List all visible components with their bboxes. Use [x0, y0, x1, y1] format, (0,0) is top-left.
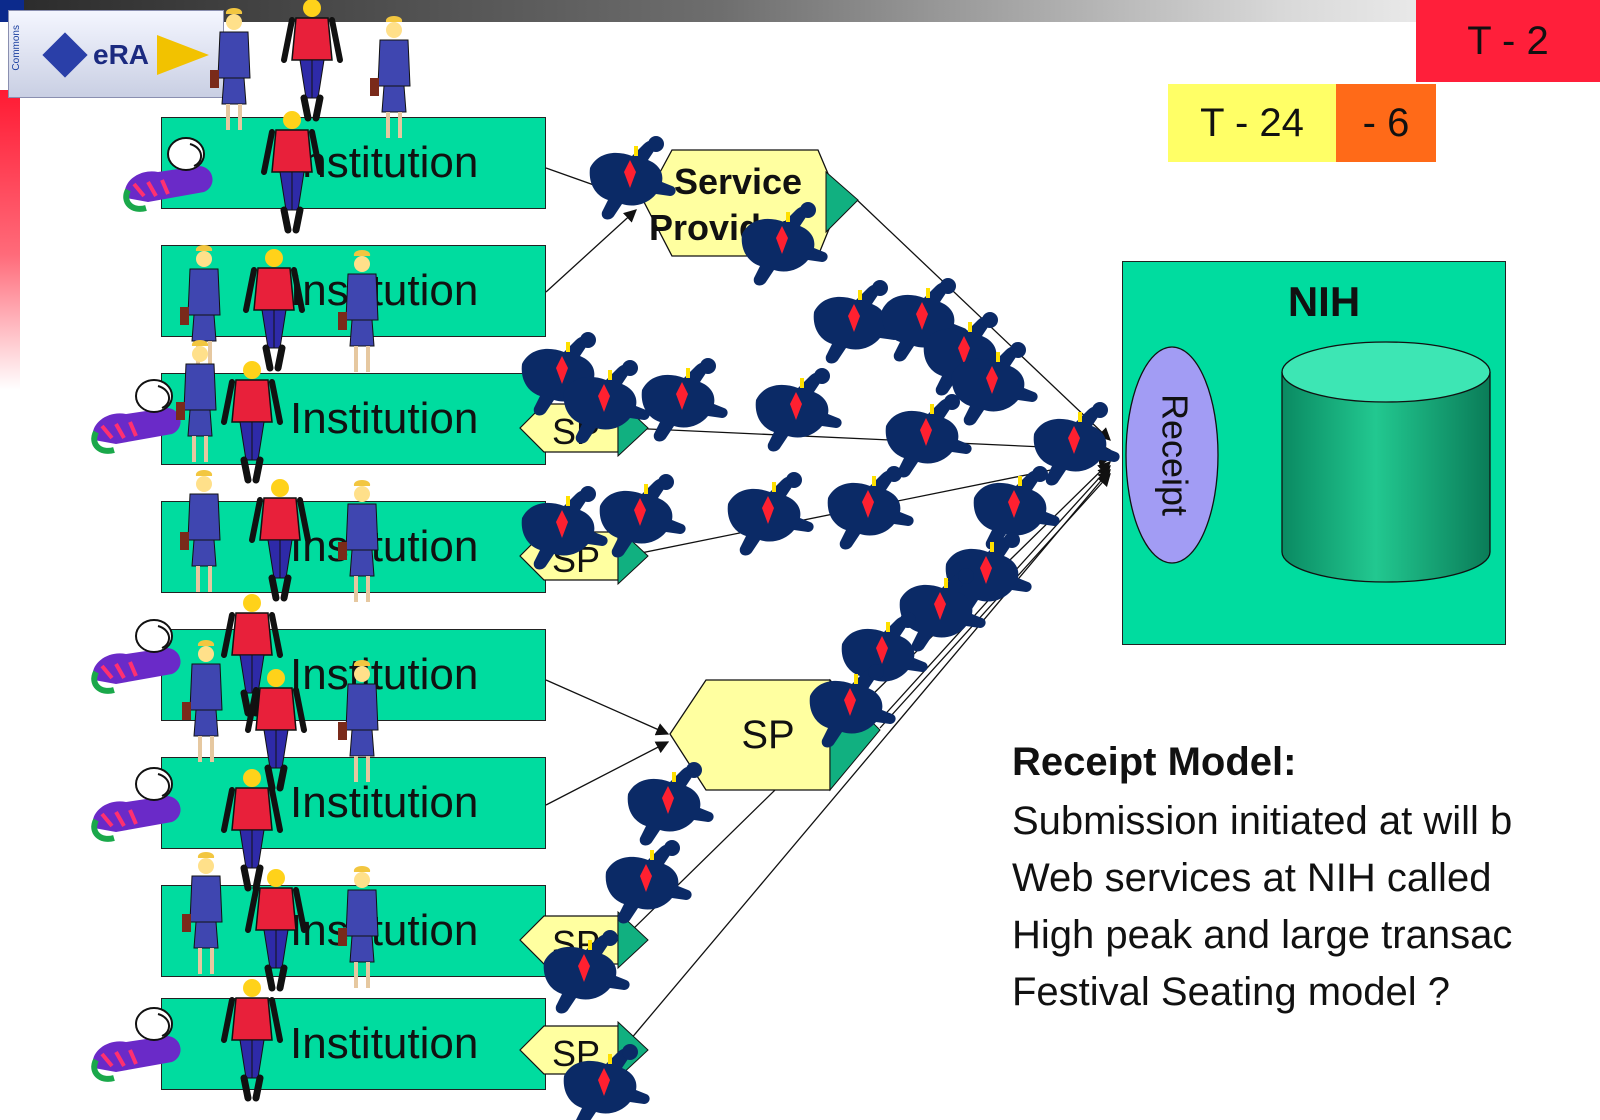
- institution-box: Institution: [161, 998, 546, 1090]
- sp-label: SP: [741, 713, 794, 757]
- receipt-model-line: High peak and large transac: [1012, 913, 1513, 957]
- receipt-label: Receipt: [1154, 394, 1195, 516]
- woman-figure-icon: [336, 248, 380, 374]
- woman-figure-icon: [336, 864, 380, 990]
- woman-figure-icon: [336, 478, 380, 604]
- nih-title: NIH: [1287, 278, 1361, 325]
- receipt-ellipse: Receipt: [1125, 346, 1219, 564]
- connector-line: [629, 469, 1111, 1041]
- timer-t24: T - 24: [1168, 84, 1336, 162]
- sleeping-person-icon: [125, 138, 213, 209]
- logo-era-text: eRA: [93, 39, 150, 70]
- woman-figure-icon: [180, 850, 224, 976]
- woman-figure-icon: [208, 6, 252, 132]
- receipt-model-line: Festival Seating model ?: [1012, 970, 1451, 1014]
- service-provider-label-line1: Service: [674, 161, 802, 202]
- institution-box: Institution: [161, 117, 546, 209]
- institution-box: Institution: [161, 757, 546, 849]
- runner-icon: [885, 394, 972, 478]
- side-accent-bar: [0, 90, 20, 390]
- database-cylinder-icon: [1281, 341, 1491, 583]
- connector-line: [545, 679, 670, 736]
- connector-line: [545, 741, 670, 806]
- receipt-model-line: Web services at NIH called: [1012, 856, 1492, 900]
- sleeping-person-icon: [93, 768, 181, 839]
- timer-t6: - 6: [1336, 84, 1436, 162]
- runner-icon: [827, 466, 914, 550]
- sleeping-person-icon: [93, 1008, 181, 1079]
- receipt-model-notes: Receipt Model: Submission initiated at w…: [1012, 740, 1600, 1021]
- person-walking-icon: [284, 0, 340, 118]
- connector-line: [545, 209, 637, 293]
- connector-line: [625, 427, 1112, 456]
- people-figures: [93, 0, 412, 1098]
- person-walking-icon: [252, 479, 308, 598]
- runner-icon: [727, 472, 814, 556]
- sleeping-person-icon: [93, 620, 181, 691]
- timer-t2: T - 2: [1416, 0, 1600, 82]
- person-walking-icon: [224, 361, 280, 480]
- runner-icon: [605, 840, 692, 924]
- receipt-model-heading: Receipt Model:: [1012, 740, 1297, 784]
- woman-figure-icon: [178, 468, 222, 594]
- person-walking-icon: [264, 111, 320, 230]
- woman-figure-icon: [368, 14, 412, 140]
- receipt-model-line: Submission initiated at will b: [1012, 799, 1513, 843]
- era-commons-logo: Commons eRA: [8, 10, 224, 98]
- runner-icon: [755, 368, 842, 452]
- person-walking-icon: [246, 249, 302, 368]
- sleeping-person-icon: [93, 380, 181, 451]
- woman-figure-icon: [180, 638, 224, 764]
- person-walking-icon: [224, 979, 280, 1098]
- woman-figure-icon: [336, 658, 380, 784]
- logo-sunburst-icon: [157, 35, 209, 75]
